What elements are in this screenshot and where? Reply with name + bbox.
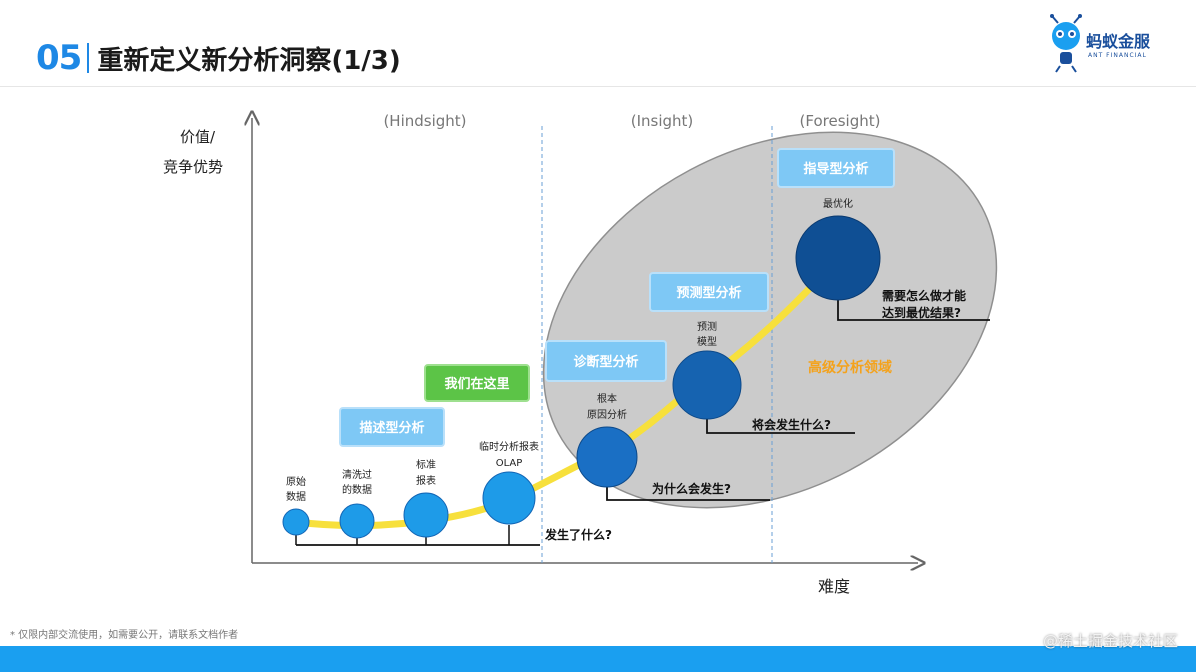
node-6-label-line1: 预测 <box>697 320 717 333</box>
node-5-label-line1: 根本 <box>597 392 617 405</box>
node-3-label-line1: 标准 <box>416 459 436 471</box>
question-why-happened: 为什么会发生? <box>652 481 731 496</box>
footer-bar <box>0 646 1196 672</box>
stage-descriptive: 描述型分析 <box>339 407 445 447</box>
node-6-label-line2: 模型 <box>697 335 717 348</box>
node-4-label-line1: 临时分析报表 <box>479 440 539 453</box>
stage-predictive-label: 预测型分析 <box>676 285 741 301</box>
node-4-label-line2: OLAP <box>496 458 523 469</box>
stage-descriptive-label: 描述型分析 <box>359 420 424 436</box>
phase-label-hindsight: (Hindsight) <box>383 112 466 130</box>
y-axis-label-line2: 竞争优势 <box>163 158 223 176</box>
stage-prescriptive-label: 指导型分析 <box>803 161 868 177</box>
x-axis-label: 难度 <box>818 577 850 596</box>
stage-prescriptive: 指导型分析 <box>777 148 895 188</box>
title-rule <box>0 86 1196 87</box>
logo-subtitle: ANT FINANCIAL <box>1088 52 1147 59</box>
stage-predictive: 预测型分析 <box>649 272 769 312</box>
question-what-happened: 发生了什么? <box>544 527 612 542</box>
node-3-label-line2: 报表 <box>416 474 436 487</box>
node-7-bracket <box>837 300 990 321</box>
node-cleaned-data <box>339 503 375 539</box>
footer-note: * 仅限内部交流使用，如需要公开，请联系文档作者 <box>10 630 239 641</box>
node-2-label-line2: 的数据 <box>342 483 372 496</box>
phase-label-insight: (Insight) <box>631 112 694 130</box>
node-raw-data <box>282 508 310 536</box>
slide-title: 05 重新定义新分析洞察(1/3) <box>36 36 401 80</box>
node-olap <box>482 471 536 525</box>
stage-we-are-here: 我们在这里 <box>424 364 530 402</box>
node-6-bracket <box>706 418 855 434</box>
node-1-label-line1: 原始 <box>286 475 306 488</box>
stage-diagnostic: 诊断型分析 <box>545 340 667 382</box>
node-2-label-line1: 清洗过 <box>342 468 372 481</box>
node-predictive-model <box>672 350 742 420</box>
question-what-will-happen: 将会发生什么? <box>752 417 831 432</box>
phase-label-foresight: (Foresight) <box>800 112 881 130</box>
node-5-label-line2: 原因分析 <box>587 408 627 421</box>
node-standard-reports <box>403 492 449 538</box>
node-optimization <box>795 215 881 301</box>
ant-financial-logo: 蚂蚁金服 ANT FINANCIAL <box>1046 14 1156 74</box>
page-title: 重新定义新分析洞察(1/3) <box>97 45 401 76</box>
ant-logo-icon <box>1050 14 1082 73</box>
node-root-cause <box>576 426 638 488</box>
section-number: 05 <box>36 38 82 78</box>
y-axis-label-line1: 价值/ <box>180 128 216 146</box>
node-5-bracket <box>606 487 770 501</box>
logo-name: 蚂蚁金服 <box>1086 32 1151 51</box>
stage-we-are-here-label: 我们在这里 <box>444 376 509 392</box>
question-how-best-line1: 需要怎么做才能 <box>882 288 966 303</box>
node-7-label-line1: 最优化 <box>823 197 853 210</box>
node-1-label-line2: 数据 <box>286 490 306 503</box>
stage-diagnostic-label: 诊断型分析 <box>573 354 638 370</box>
advanced-analytics-label: 高级分析领域 <box>808 359 892 376</box>
question-how-best-line2: 达到最优结果? <box>882 305 961 320</box>
watermark: @稀土掘金技术社区 <box>1042 632 1178 650</box>
title-divider <box>87 43 90 73</box>
